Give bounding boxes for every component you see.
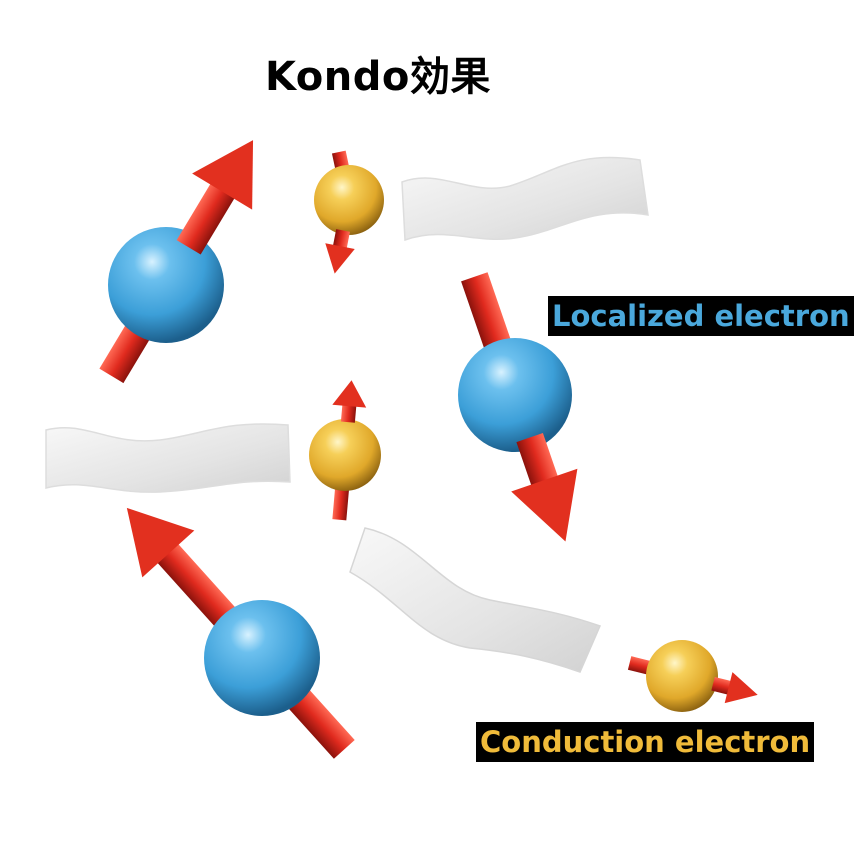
localized-electron-1 <box>99 140 254 384</box>
conduction-wave-top <box>401 156 649 242</box>
conduction-wave-bottom <box>349 527 602 673</box>
conduction-electron-sphere <box>314 165 384 235</box>
spin-arrow-down-icon <box>511 432 578 542</box>
conduction-electron-label: Conduction electron <box>476 722 815 762</box>
conduction-electron-sphere <box>646 640 718 712</box>
localized-electron-2 <box>458 272 578 542</box>
localized-electron-sphere <box>458 338 572 452</box>
localized-electron-3 <box>126 507 355 759</box>
conduction-wave-middle <box>45 423 291 493</box>
conduction-electron-3 <box>627 640 758 712</box>
localized-electron-label: Localized electron <box>548 296 854 336</box>
conduction-electron-2 <box>309 380 381 521</box>
conduction-electron-sphere <box>309 419 381 491</box>
spin-arrow-up-icon <box>332 380 367 423</box>
spin-arrow-down-icon <box>325 229 355 274</box>
conduction-electron-1 <box>314 150 384 274</box>
spin-arrow-upleft-icon <box>126 507 238 629</box>
localized-electron-sphere <box>108 227 224 343</box>
localized-electron-sphere <box>204 600 320 716</box>
diagram-title: Kondo効果 <box>265 54 491 100</box>
spin-arrow-right-icon <box>711 672 758 704</box>
